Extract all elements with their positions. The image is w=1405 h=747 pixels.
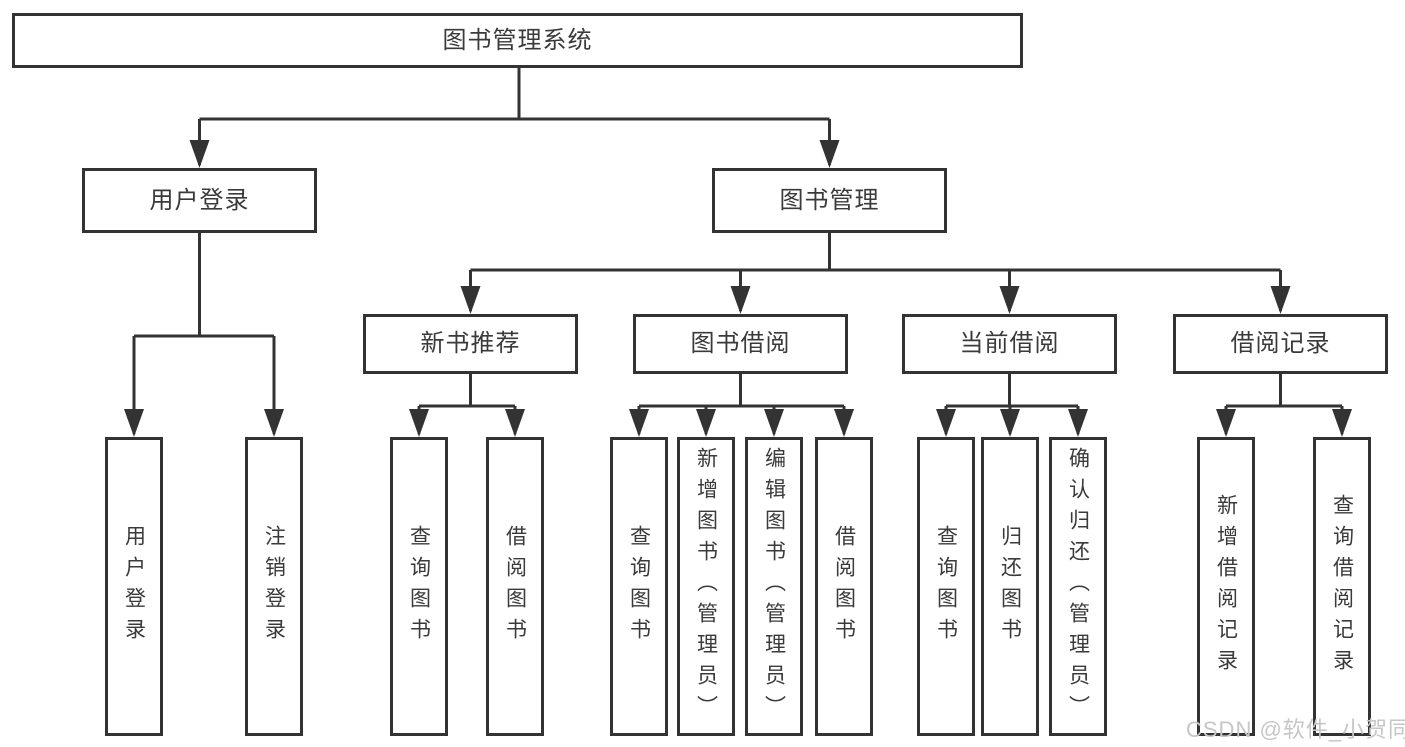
leaf-query-books-1: 查询图书 [390, 437, 448, 736]
node-label: 用户登录 [122, 524, 146, 649]
node-book-management: 图书管理 [712, 168, 947, 233]
arrowhead [409, 409, 429, 437]
node-library-management-system: 图书管理系统 [12, 13, 1023, 68]
arrowhead [124, 409, 144, 437]
arrowhead [936, 409, 956, 437]
node-label: 借阅图书 [503, 524, 527, 649]
arrowhead [834, 409, 854, 437]
arrowhead [264, 409, 284, 437]
connector-user-login [132, 231, 276, 434]
node-label: 确认归还（管理员） [1066, 447, 1090, 726]
node-borrow-records: 借阅记录 [1173, 314, 1388, 374]
leaf-query-books-3: 查询图书 [917, 437, 975, 736]
leaf-add-books-admin: 新增图书（管理员） [677, 437, 735, 736]
node-label: 新增借阅记录 [1214, 493, 1238, 680]
node-label: 新增图书（管理员） [694, 447, 718, 726]
node-label: 图书管理系统 [442, 26, 593, 54]
connector-new-book-recommend [417, 372, 517, 434]
node-label: 借阅记录 [1230, 330, 1331, 357]
node-label: 注销登录 [262, 524, 286, 649]
leaf-query-borrow-record: 查询借阅记录 [1313, 437, 1371, 736]
arrowhead [1216, 409, 1236, 437]
node-label: 查询图书 [934, 524, 958, 649]
node-label: 当前借阅 [959, 330, 1060, 357]
arrowhead [730, 286, 751, 314]
node-label: 用户登录 [149, 186, 250, 214]
arrowheads [124, 140, 1352, 437]
leaf-return-books: 归还图书 [981, 437, 1039, 736]
arrowhead [1068, 409, 1088, 437]
arrowhead [999, 286, 1020, 314]
leaf-borrow-books-2: 借阅图书 [815, 437, 873, 736]
leaf-query-books-2: 查询图书 [610, 437, 668, 736]
node-label: 查询图书 [407, 524, 431, 649]
connector-borrow-records [1224, 372, 1344, 434]
node-label: 归还图书 [998, 524, 1022, 649]
arrowhead [1270, 286, 1291, 314]
node-current-borrow: 当前借阅 [902, 314, 1117, 374]
arrowhead [696, 409, 716, 437]
arrowhead [1332, 409, 1352, 437]
leaf-add-borrow-record: 新增借阅记录 [1197, 437, 1255, 736]
node-label: 新书推荐 [420, 330, 521, 357]
arrowhead [505, 409, 525, 437]
node-label: 编辑图书（管理员） [762, 447, 786, 726]
node-new-book-recommend: 新书推荐 [363, 314, 578, 374]
arrowhead [460, 286, 481, 314]
leaf-edit-books-admin: 编辑图书（管理员） [745, 437, 803, 736]
node-label: 查询借阅记录 [1330, 493, 1354, 680]
leaf-user-login: 用户登录 [105, 437, 163, 736]
node-label: 查询图书 [627, 524, 651, 649]
connector-book-management [469, 231, 1282, 311]
leaf-confirm-return-admin: 确认归还（管理员） [1049, 437, 1107, 736]
arrowhead [629, 409, 649, 437]
node-book-borrow: 图书借阅 [633, 314, 848, 374]
node-label: 图书借阅 [690, 330, 791, 357]
leaf-logout: 注销登录 [245, 437, 303, 736]
leaf-borrow-books-1: 借阅图书 [486, 437, 544, 736]
watermark: CSDN @软件_小贺同学 [1186, 717, 1405, 742]
connector-root [198, 66, 831, 165]
arrowhead [819, 140, 840, 168]
arrowhead [189, 140, 210, 168]
node-label: 图书管理 [779, 186, 880, 214]
arrowhead [764, 409, 784, 437]
connector-book-borrow [637, 372, 846, 434]
node-label: 借阅图书 [832, 524, 856, 649]
node-user-login: 用户登录 [82, 168, 317, 233]
arrowhead [1000, 409, 1020, 437]
